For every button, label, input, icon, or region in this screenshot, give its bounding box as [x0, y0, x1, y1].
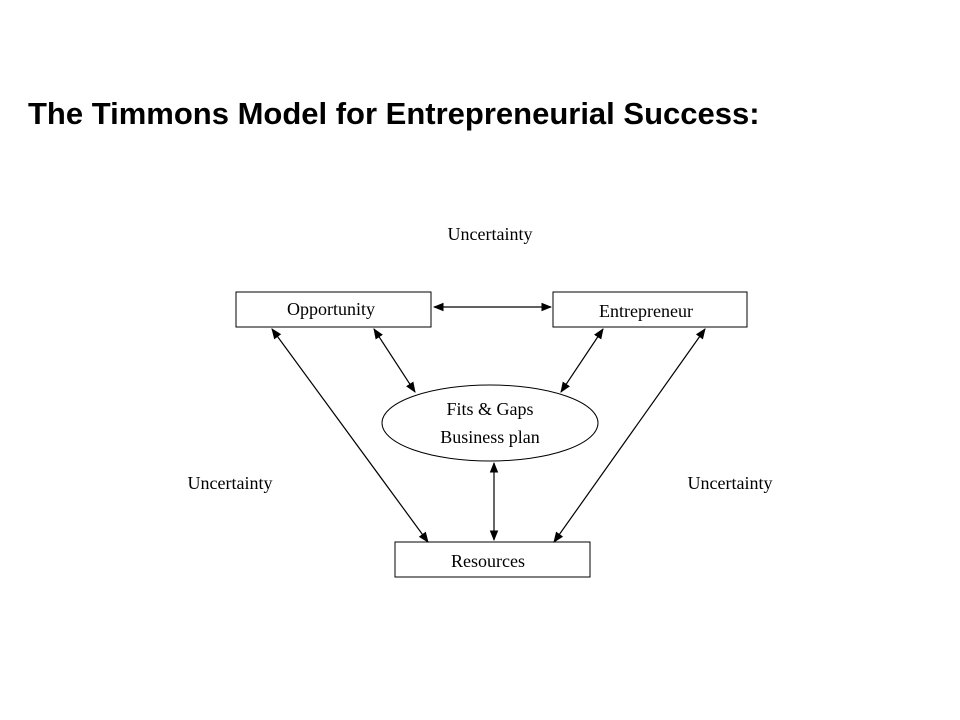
uncertainty-label-top: Uncertainty	[448, 224, 533, 244]
arrow-opportunity-fits-gaps	[373, 328, 416, 393]
entrepreneur-label: Entrepreneur	[599, 301, 693, 321]
resources-node: Resources	[394, 541, 591, 578]
opportunity-label: Opportunity	[287, 299, 375, 319]
arrow-opportunity-resources	[271, 328, 429, 543]
entrepreneur-box	[552, 291, 748, 328]
business-plan-label: Business plan	[440, 427, 540, 447]
fits-gaps-ellipse	[381, 384, 599, 462]
fits-gaps-label: Fits & Gaps	[446, 399, 533, 419]
arrow-entrepreneur-resources	[553, 328, 706, 543]
uncertainty-label-right: Uncertainty	[688, 473, 773, 493]
arrow-entrepreneur-fits-gaps	[560, 328, 604, 393]
entrepreneur-node: Entrepreneur	[552, 291, 748, 328]
fits-gaps-node: Fits & Gaps Business plan	[381, 384, 599, 462]
uncertainty-label-left: Uncertainty	[188, 473, 273, 493]
opportunity-node: Opportunity	[235, 291, 432, 328]
slide-title: The Timmons Model for Entrepreneurial Su…	[28, 96, 760, 131]
resources-label: Resources	[451, 551, 525, 571]
resources-box	[394, 541, 591, 578]
opportunity-box	[235, 291, 432, 328]
